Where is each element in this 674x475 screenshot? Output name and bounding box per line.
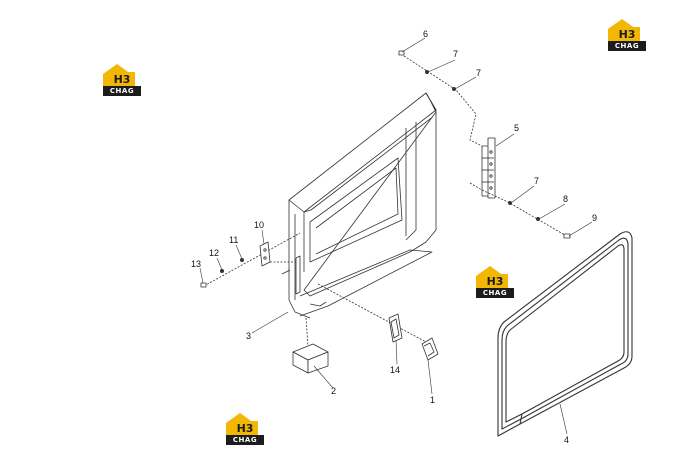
logo-bottom-left: H3 CHAG xyxy=(226,411,264,445)
callout-7-bottom: 7 xyxy=(534,176,539,186)
callout-14: 14 xyxy=(390,365,400,375)
callout-8-bottom: 8 xyxy=(563,194,568,204)
svg-text:H3: H3 xyxy=(237,422,254,435)
logo-top-right: H3 CHAG xyxy=(608,17,646,51)
top-bolt-assembly xyxy=(398,50,483,147)
callout-13: 13 xyxy=(191,259,201,269)
callout-4: 4 xyxy=(564,435,569,445)
callout-labels: 6 7 7 5 7 8 9 10 11 12 13 3 2 14 1 4 xyxy=(191,29,597,445)
bottom-bolt-assembly xyxy=(469,182,571,239)
logo-house-icon: H3 xyxy=(226,413,258,435)
logo-house-icon: H3 xyxy=(608,19,640,41)
callout-3: 3 xyxy=(246,331,251,341)
logo-house-icon: H3 xyxy=(476,266,508,288)
window-seal xyxy=(497,231,633,437)
svg-text:H3: H3 xyxy=(487,275,504,288)
callout-1: 1 xyxy=(430,395,435,405)
callout-10: 10 xyxy=(254,220,264,230)
svg-text:H3: H3 xyxy=(114,73,131,86)
handle-and-lock xyxy=(317,283,439,361)
latch-bracket-assembly xyxy=(200,232,301,288)
callout-12: 12 xyxy=(209,248,219,258)
callout-8-top: 7 xyxy=(453,49,458,59)
callout-2: 2 xyxy=(331,386,336,396)
logo-middle-right: H3 CHAG xyxy=(476,264,514,298)
door-hinge xyxy=(481,137,496,199)
logo-top-left: H3 CHAG xyxy=(103,62,141,96)
rubber-pad xyxy=(292,317,329,374)
callout-7-top: 7 xyxy=(476,68,481,78)
logo-house-icon: H3 xyxy=(103,64,135,86)
svg-text:H3: H3 xyxy=(619,28,636,41)
callout-11: 11 xyxy=(229,235,238,245)
door-frame xyxy=(281,92,437,319)
leader-lines xyxy=(199,37,593,435)
callout-6: 6 xyxy=(423,29,428,39)
callout-9: 9 xyxy=(592,213,597,223)
callout-5: 5 xyxy=(514,123,519,133)
